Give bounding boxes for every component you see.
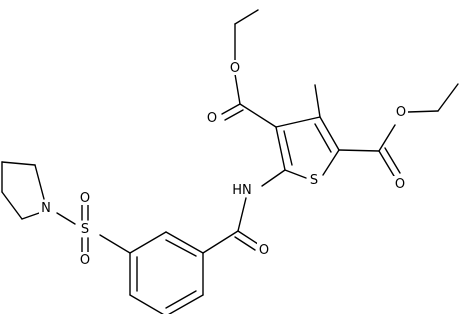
bond-carbonyl-ring (202, 230, 239, 254)
atom-o-ester1-double: O (207, 111, 217, 126)
sulfonyl-group (56, 203, 131, 254)
bond-c4-c5-inner (314, 123, 332, 153)
atom-o-ester1-single: O (230, 61, 240, 76)
atom-s-thiophene: S (310, 173, 318, 188)
bond-c2-c3 (275, 126, 286, 171)
bond-c3-c4 (275, 116, 321, 128)
bond-ethyl1-ch3-ch2 (234, 9, 259, 25)
bond-c5-s (322, 149, 340, 176)
bond-ethyl2-o-ch2 (407, 110, 439, 113)
atom-s-sulfonyl: S (81, 222, 89, 237)
bond-b1-b2-inner (165, 239, 197, 257)
bond-b2-b3 (129, 231, 167, 254)
bond-nh-carbonyl (237, 197, 247, 232)
bond-ester2-c-o-double-a (378, 150, 395, 177)
atom-labels: O O O O HN S O N S O O (39, 60, 408, 268)
atom-o-ester2-single: O (396, 105, 406, 120)
bond-ester1-c-o-double-b (224, 109, 244, 121)
bond-s-n (56, 212, 76, 225)
bond-ester1-c-o-double-a (221, 103, 241, 115)
atom-n-pyrrolidine: N (41, 201, 51, 216)
bond-c4-c5 (319, 116, 340, 151)
bond-ester2-c-o-double-b (384, 147, 401, 174)
bond-b5-b6 (168, 294, 204, 314)
benzene-ring (129, 231, 204, 314)
bond-n-p1 (34, 164, 45, 200)
bond-p4-n (21, 211, 43, 220)
thiophene-ring (275, 116, 340, 179)
bond-ethyl2-ch2-ch3 (437, 83, 459, 112)
atom-nh: HN (232, 183, 252, 198)
atom-o-sulfonyl-top: O (80, 191, 90, 206)
bond-ester2-c-o (378, 124, 396, 152)
bond-c2-nh (261, 169, 286, 187)
ester-1 (221, 9, 277, 128)
bond-carbonyl-o-a (237, 230, 259, 245)
amide-linkage (202, 169, 286, 254)
bond-ester1-o-c (234, 73, 241, 105)
bond-c2-c3-inner (283, 130, 293, 166)
bond-b4-b5 (129, 294, 164, 314)
bond-p3-p4 (1, 191, 23, 220)
pyrrolidine-ring (1, 161, 45, 220)
bond-b1-b2 (165, 231, 204, 254)
bond-carbonyl-o-b (234, 236, 256, 251)
bond-ester1-c-ring (239, 103, 277, 128)
bond-methyl (314, 84, 321, 118)
ester-2 (338, 83, 459, 177)
bond-b5-b6-inner (165, 290, 197, 309)
bond-ring-s (99, 234, 131, 254)
bond-s-c2 (284, 169, 307, 179)
bond-p1-p2 (1, 161, 36, 166)
bond-ester2-ring-c (338, 149, 380, 152)
atom-o-sulfonyl-bottom: O (80, 253, 90, 268)
atom-o-ester2-double: O (395, 177, 405, 192)
atom-o-amide: O (259, 243, 269, 258)
